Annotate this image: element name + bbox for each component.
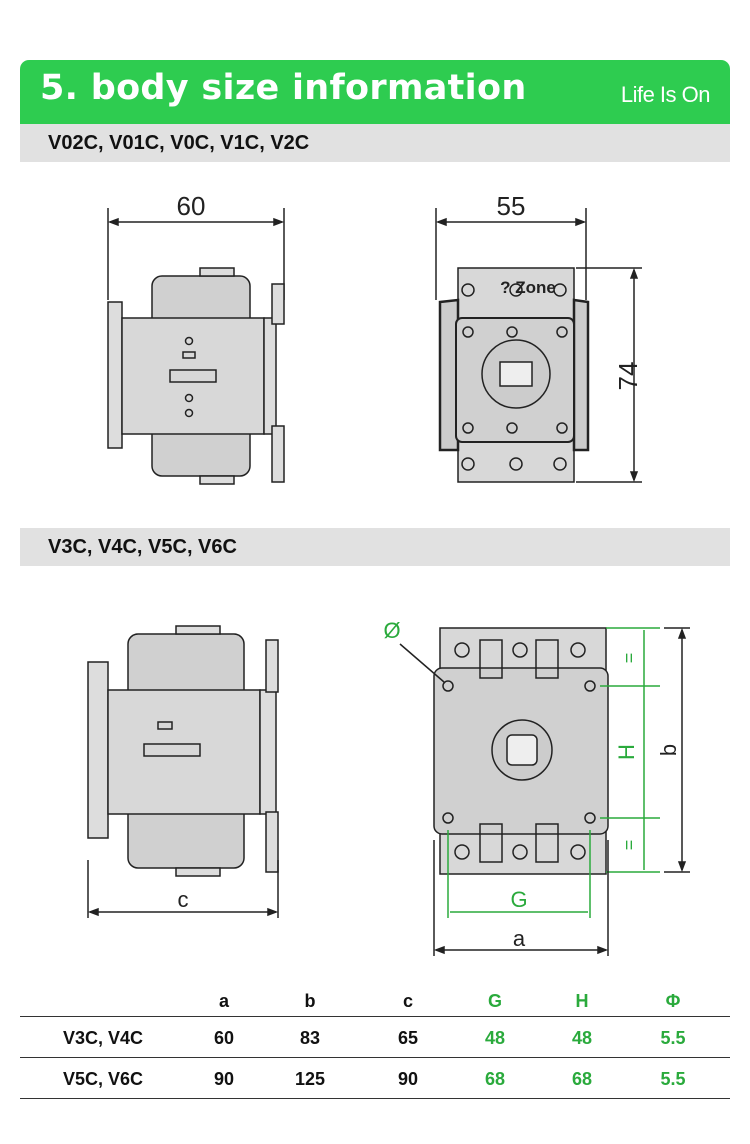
dim-b: b — [656, 744, 681, 756]
cell-c: 65 — [397, 1028, 419, 1048]
col-phi: Φ — [665, 991, 681, 1011]
cell-G: 48 — [484, 1028, 506, 1048]
section2-band: V3C, V4C, V5C, V6C — [20, 528, 730, 566]
section1-band: V02C, V01C, V0C, V1C, V2C — [20, 124, 730, 162]
dim-55: 55 — [497, 191, 526, 221]
dim-a: a — [513, 926, 526, 951]
dim-phi: Ø — [383, 618, 400, 643]
dim-eq-bottom: = — [619, 840, 639, 851]
page-title: 5. body size information — [40, 68, 527, 108]
dim-G: G — [510, 887, 527, 912]
drawing-front-large: Ø = H = G b a — [383, 618, 690, 956]
col-b: b — [304, 991, 316, 1011]
row-model: V3C, V4C — [62, 1028, 144, 1048]
dimensions-table: a b c G H Φ V3C, V4C 60 83 65 48 48 5.5 … — [20, 980, 730, 1099]
brand-logo: Life Is On — [620, 82, 711, 107]
section1-title: V02C, V01C, V0C, V1C, V2C — [48, 132, 310, 154]
table-row: V3C, V4C 60 83 65 48 48 5.5 — [20, 1017, 730, 1058]
table-row: V5C, V6C 90 125 90 68 68 5.5 — [20, 1058, 730, 1099]
col-G: G — [487, 991, 503, 1011]
row-model: V5C, V6C — [62, 1069, 144, 1089]
cell-phi: 5.5 — [660, 1069, 686, 1089]
cell-b: 125 — [294, 1069, 326, 1089]
dim-c: c — [178, 887, 189, 912]
dim-H: H — [614, 744, 639, 760]
cell-c: 90 — [397, 1069, 419, 1089]
cell-phi: 5.5 — [660, 1028, 686, 1048]
dim-eq-top: = — [619, 653, 639, 664]
cell-a: 90 — [213, 1069, 235, 1089]
section-header: 5. body size information Life Is On — [20, 60, 730, 124]
drawing-side-small: 60 — [107, 191, 285, 485]
cell-H: 68 — [571, 1069, 593, 1089]
cell-a: 60 — [213, 1028, 235, 1048]
drawing-side-large: c — [87, 625, 279, 918]
dimension-drawings: 60 55 74 — [87, 191, 690, 956]
dim-60: 60 — [177, 191, 206, 221]
cell-b: 83 — [299, 1028, 321, 1048]
cell-G: 68 — [484, 1069, 506, 1089]
drawing-front-small: 55 74 ? Zone — [435, 191, 643, 483]
cell-H: 48 — [571, 1028, 593, 1048]
section2-title: V3C, V4C, V5C, V6C — [48, 536, 237, 558]
col-c: c — [402, 991, 414, 1011]
overlay-text: ? Zone — [500, 278, 556, 297]
col-a: a — [218, 991, 230, 1011]
table-header-row: a b c G H Φ — [20, 980, 730, 1017]
col-H: H — [575, 991, 589, 1011]
dim-74: 74 — [613, 362, 643, 391]
